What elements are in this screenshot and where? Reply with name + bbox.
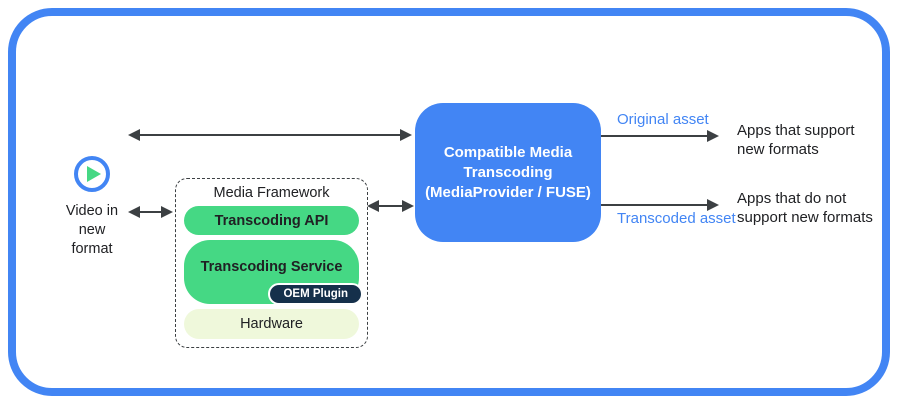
arrowhead-right-icon [161,206,173,218]
hardware-block: Hardware [184,309,359,339]
diagram-border [8,8,890,396]
transcoding-api-block: Transcoding API [184,206,359,235]
arrow-shaft [600,135,710,137]
arrow-source-to-transcoder [128,129,412,141]
hardware-label: Hardware [240,316,303,332]
arrow-shaft [137,211,164,213]
transcoding-api-label: Transcoding API [214,212,329,229]
arrow-original-asset [600,130,719,142]
compatible-media-transcoding-label: Compatible Media Transcoding (MediaProvi… [425,143,591,201]
media-framework-box: Media Framework Transcoding API Transcod… [175,178,368,348]
arrow-framework-to-transcoder [367,200,414,212]
transcoding-service-block: Transcoding Service OEM Plugin [184,240,363,305]
arrowhead-right-icon [402,200,414,212]
arrow-shaft [137,134,403,136]
arrowhead-left-icon [367,200,379,212]
compatible-media-transcoding-box: Compatible Media Transcoding (MediaProvi… [415,103,601,242]
arrow-transcoded-asset [600,199,719,211]
apps-support-label: Apps that support new formats [737,122,855,158]
source-video-label: Video in new format [65,203,119,257]
apps-no-support-label: Apps that do not support new formats [737,190,873,226]
arrow-source-to-framework [128,206,173,218]
arrowhead-right-icon [707,199,719,211]
original-asset-label: Original asset [617,111,709,128]
arrowhead-left-icon [128,129,140,141]
arrowhead-left-icon [128,206,140,218]
arrow-shaft [600,204,710,206]
media-framework-title: Media Framework [213,185,330,201]
arrow-shaft [376,205,405,207]
oem-plugin-badge: OEM Plugin [268,283,363,305]
transcoding-service-label: Transcoding Service [200,259,343,275]
play-icon [73,155,111,193]
transcoded-asset-label: Transcoded asset [617,210,736,227]
arrowhead-right-icon [400,129,412,141]
arrowhead-right-icon [707,130,719,142]
